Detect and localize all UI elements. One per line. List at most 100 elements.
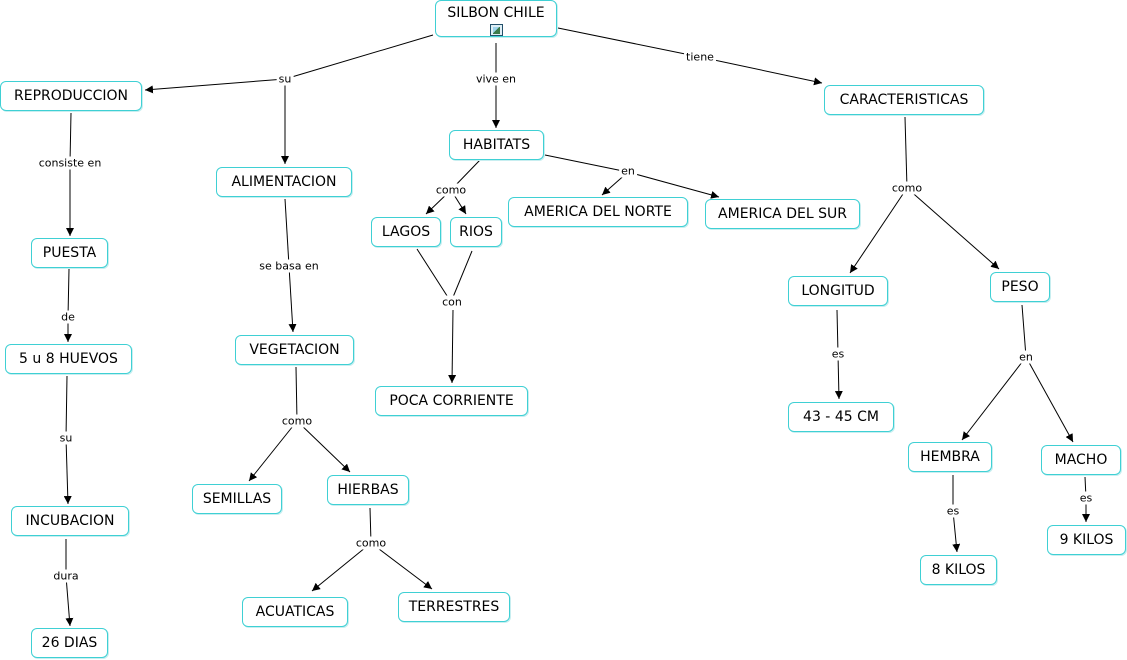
concept-semillas[interactable]: SEMILLAS [192, 484, 282, 514]
concept-label: PUESTA [42, 245, 97, 261]
concept-incubacion[interactable]: INCUBACION [11, 506, 129, 536]
linking-phrase-como: como [433, 183, 469, 197]
link-sebasa-vegetacion [288, 265, 297, 333]
concept-label: INCUBACION [25, 513, 115, 529]
link-root-su [284, 34, 434, 80]
concept-peso[interactable]: PESO [990, 272, 1050, 302]
link-tiene-caracteristicas [699, 56, 823, 86]
concept-huevos[interactable]: 5 u 8 HUEVOS [5, 344, 132, 374]
concept-label: 26 DIAS [41, 635, 98, 651]
concept-alimentacion[interactable]: ALIMENTACION [216, 167, 352, 197]
linking-phrase-con: con [440, 295, 464, 309]
concept-habitats[interactable]: HABITATS [449, 130, 544, 160]
linking-phrase-como: como [889, 181, 925, 195]
linking-phrase-como: como [279, 414, 315, 428]
concept-longitud[interactable]: LONGITUD [788, 276, 888, 306]
concept-rios[interactable]: RIOS [450, 217, 502, 247]
link-huevos-su [65, 375, 68, 439]
link-puesta-de [67, 268, 70, 318]
concept-label: HEMBRA [920, 449, 980, 465]
link-como-terrestres [370, 542, 433, 590]
concept-label: CARACTERISTICAS [839, 92, 969, 108]
concept-hembra[interactable]: HEMBRA [908, 442, 992, 472]
concept-label: POCA CORRIENTE [389, 393, 514, 409]
link-como-semillas [248, 420, 298, 482]
link-como-peso [906, 187, 1000, 270]
concept-silbon-chile[interactable]: SILBON CHILE [435, 0, 557, 37]
link-rios-con [450, 250, 473, 303]
linking-phrase-dura: dura [51, 569, 81, 583]
link-caracteristicas-como [904, 116, 908, 189]
concept-label: ALIMENTACION [231, 174, 337, 190]
link-con-corriente [448, 309, 457, 384]
link-su-incubacion [63, 437, 72, 505]
concept-label: HABITATS [462, 137, 531, 153]
concept-reproduccion[interactable]: REPRODUCCION [0, 81, 142, 111]
link-lagos-con [416, 248, 452, 303]
concept-label: 9 KILOS [1059, 532, 1114, 548]
concept-label: VEGETACION [249, 342, 340, 358]
link-como-hierbas [296, 420, 351, 473]
concept-label: RIOS [459, 224, 493, 240]
link-longitud-es [836, 309, 839, 355]
concept-vegetacion[interactable]: VEGETACION [235, 335, 354, 365]
link-en-hembra [961, 356, 1027, 441]
concept-label: ACUATICAS [255, 604, 335, 620]
linking-phrase-es: es [829, 347, 847, 361]
linking-phrase-su: su [57, 431, 75, 445]
concept-poca-corriente[interactable]: POCA CORRIENTE [375, 386, 528, 416]
concept-america-del-sur[interactable]: AMERICA DEL SUR [705, 199, 860, 229]
concept-9-kilos[interactable]: 9 KILOS [1047, 525, 1126, 555]
link-como-longitud [849, 187, 908, 274]
link-es-medida [834, 353, 843, 400]
concept-acuaticas[interactable]: ACUATICAS [242, 597, 348, 627]
concept-terrestres[interactable]: TERRESTRES [398, 592, 510, 622]
link-alimentacion-sebasa [284, 198, 290, 267]
concept-label: PESO [1001, 279, 1039, 295]
linking-phrase-es: es [1077, 491, 1095, 505]
concept-label: MACHO [1054, 452, 1108, 468]
link-habitats-en [544, 154, 629, 173]
concept-label: AMERICA DEL NORTE [524, 204, 672, 220]
concept-label: 8 KILOS [931, 562, 986, 578]
concept-label: 5 u 8 HUEVOS [19, 351, 118, 367]
linking-phrase-de: de [59, 310, 77, 324]
concept-43-45-cm[interactable]: 43 - 45 CM [788, 402, 894, 432]
concept-caracteristicas[interactable]: CARACTERISTICAS [824, 85, 984, 115]
linking-phrase-vive-en: vive en [473, 72, 519, 86]
link-es-8kilos [952, 510, 961, 553]
concept-label: REPRODUCCION [14, 88, 128, 104]
link-vegetacion-como [295, 366, 298, 422]
linking-phrase-en: en [1017, 350, 1035, 364]
linking-phrase-su: su [276, 72, 294, 86]
link-su-reproduccion [144, 78, 286, 94]
link-en-sur [627, 171, 720, 199]
concept-macho[interactable]: MACHO [1041, 445, 1121, 475]
concept-26-dias[interactable]: 26 DIAS [31, 628, 108, 658]
linking-phrase-consiste-en: consiste en [36, 156, 104, 170]
concept-label: 43 - 45 CM [803, 409, 879, 425]
link-como-acuaticas [311, 542, 372, 592]
concept-lagos[interactable]: LAGOS [371, 217, 441, 247]
link-root-tiene [557, 27, 701, 58]
concept-label: SEMILLAS [202, 491, 272, 507]
concept-label: SILBON CHILE [447, 5, 545, 21]
concept-label: LONGITUD [801, 283, 875, 299]
linking-phrase-en: en [619, 164, 637, 178]
linking-phrase-se-basa-en: se basa en [257, 259, 321, 273]
image-resource-icon[interactable] [489, 24, 503, 36]
linking-phrase-tiene: tiene [684, 50, 716, 64]
concept-label: TERRESTRES [408, 599, 500, 615]
linking-phrase-como: como [353, 536, 389, 550]
concept-label: LAGOS [381, 224, 431, 240]
concept-puesta[interactable]: PUESTA [31, 238, 108, 268]
concept-8-kilos[interactable]: 8 KILOS [920, 555, 997, 585]
concept-hierbas[interactable]: HIERBAS [327, 475, 409, 505]
link-en-macho [1025, 356, 1074, 443]
link-peso-en [1021, 304, 1027, 358]
link-reproduccion-consiste [69, 112, 72, 164]
concept-america-del-norte[interactable]: AMERICA DEL NORTE [508, 197, 688, 227]
concept-label: HIERBAS [337, 482, 399, 498]
linking-phrase-es: es [944, 504, 962, 518]
